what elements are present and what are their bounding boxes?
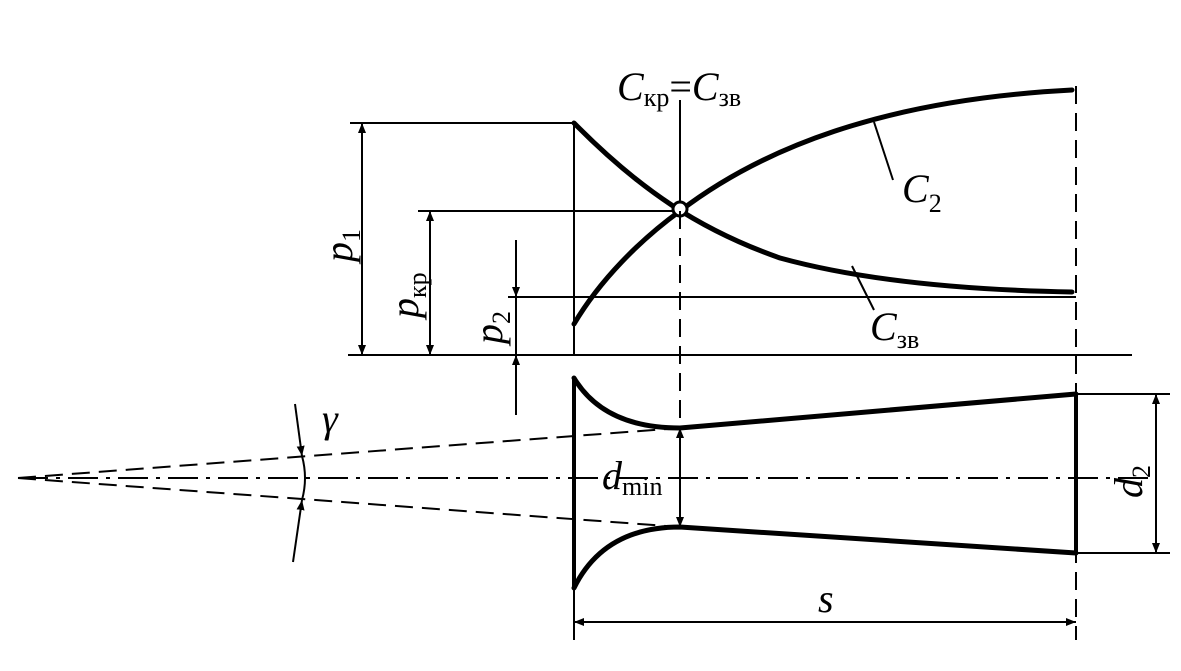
nozzle-lower-wall	[571, 524, 1079, 591]
critical-equals-sound-label: Cкр=Cзв	[617, 64, 741, 112]
velocity-curve	[571, 87, 1075, 327]
c2-leader-line	[873, 121, 894, 181]
c2-label: C2	[902, 166, 942, 218]
gamma-arrow-bottom	[292, 499, 305, 563]
csv-label: Cзв	[870, 304, 919, 354]
sound-speed-curve	[571, 120, 1075, 295]
dmin-label: dmin	[602, 453, 662, 501]
csv-leader-line	[851, 265, 875, 311]
nozzle-upper-wall	[571, 375, 1079, 431]
nozzle-profile	[17, 86, 1170, 640]
cone-upper-extension	[17, 427, 681, 479]
p1-label: p1	[316, 229, 366, 265]
pressure-velocity-plot	[348, 87, 1132, 415]
p2-label: p2	[466, 311, 516, 347]
gamma-arrow-top	[294, 403, 305, 457]
gamma-angle-arc	[301, 455, 306, 501]
cone-lower-extension	[17, 477, 681, 528]
s-label: s	[818, 576, 834, 621]
gamma-label: γ	[322, 396, 339, 441]
d2-label: d2	[1106, 465, 1156, 498]
pkr-label: pкр	[382, 272, 432, 321]
